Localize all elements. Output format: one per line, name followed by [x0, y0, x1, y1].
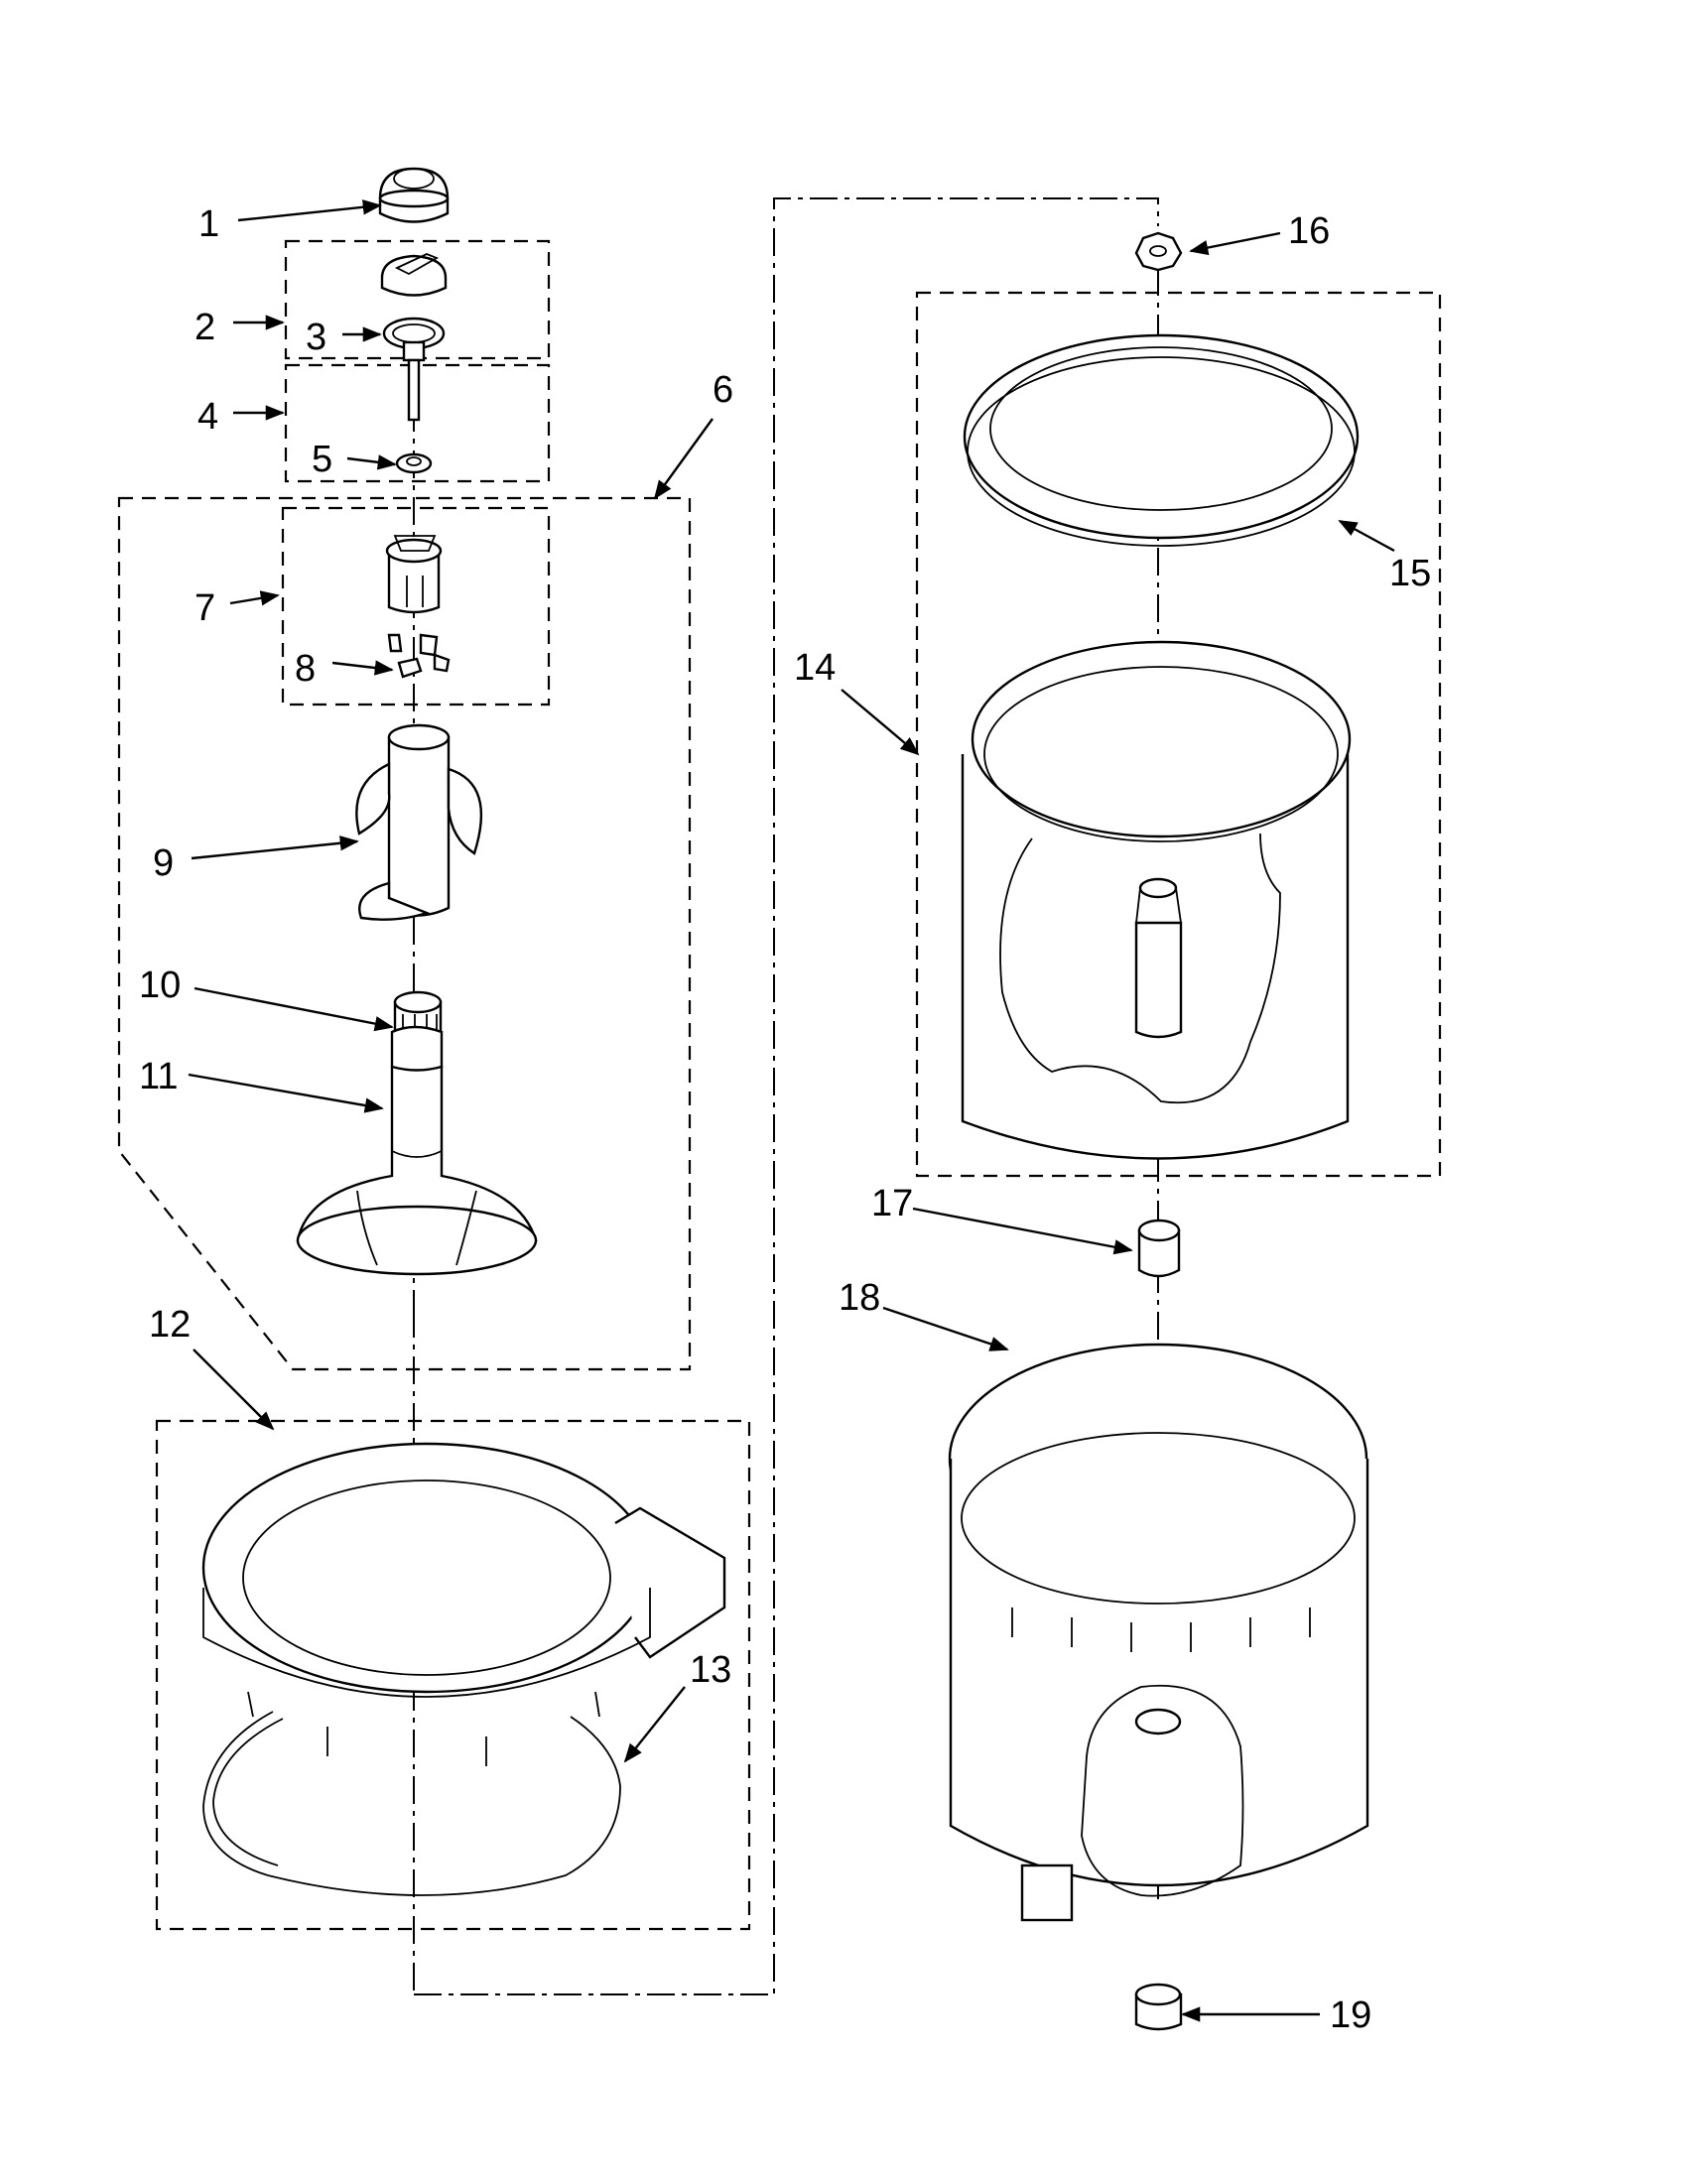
group-boxes: [117, 239, 1442, 1931]
spanner-nut-part: [1134, 231, 1183, 272]
label-16: 16: [1288, 210, 1330, 252]
label-17: 17: [871, 1183, 913, 1224]
dog-assembly-part: [385, 535, 443, 614]
label-7: 7: [195, 587, 215, 629]
group-box-4: [284, 363, 551, 483]
agitator-base-part: [296, 1025, 538, 1276]
label-15: 15: [1389, 553, 1431, 594]
drain-plug-part: [1134, 1983, 1183, 2031]
label-5: 5: [312, 439, 332, 480]
outer-tub-part: [948, 1343, 1369, 1922]
hub-nut-part: [1137, 1219, 1181, 1278]
bracket-ring-part: [202, 1711, 621, 1896]
agitator-cap-part: [378, 167, 450, 223]
bolt-part: [402, 340, 426, 422]
basket-part: [961, 640, 1352, 1160]
group-box-14: [915, 291, 1442, 1178]
auger-part: [355, 723, 482, 921]
label-6: 6: [713, 369, 733, 411]
leader-arrows: [188, 199, 1395, 2022]
callout-labels: 1 2 3 4 5 6 7 8 9 10 11 12 13 14 15 16 1…: [139, 203, 1431, 2036]
label-3: 3: [306, 317, 326, 358]
label-19: 19: [1330, 1994, 1371, 2036]
group-box-12: [155, 1419, 751, 1931]
label-8: 8: [295, 648, 316, 690]
washer-part: [395, 452, 433, 474]
label-13: 13: [690, 1649, 731, 1691]
label-1: 1: [198, 203, 219, 245]
group-box-6: [117, 496, 692, 1371]
label-11: 11: [139, 1056, 178, 1097]
label-18: 18: [839, 1277, 880, 1319]
label-14: 14: [794, 647, 836, 689]
cam-part: [380, 253, 448, 297]
label-4: 4: [197, 396, 218, 438]
tub-ring-part: [201, 1442, 726, 1766]
group-box-7: [281, 506, 551, 707]
dogs-part: [387, 633, 451, 679]
balance-ring-part: [963, 333, 1360, 547]
label-10: 10: [139, 964, 181, 1006]
label-2: 2: [195, 307, 215, 348]
label-12: 12: [149, 1304, 191, 1346]
label-9: 9: [153, 842, 174, 884]
